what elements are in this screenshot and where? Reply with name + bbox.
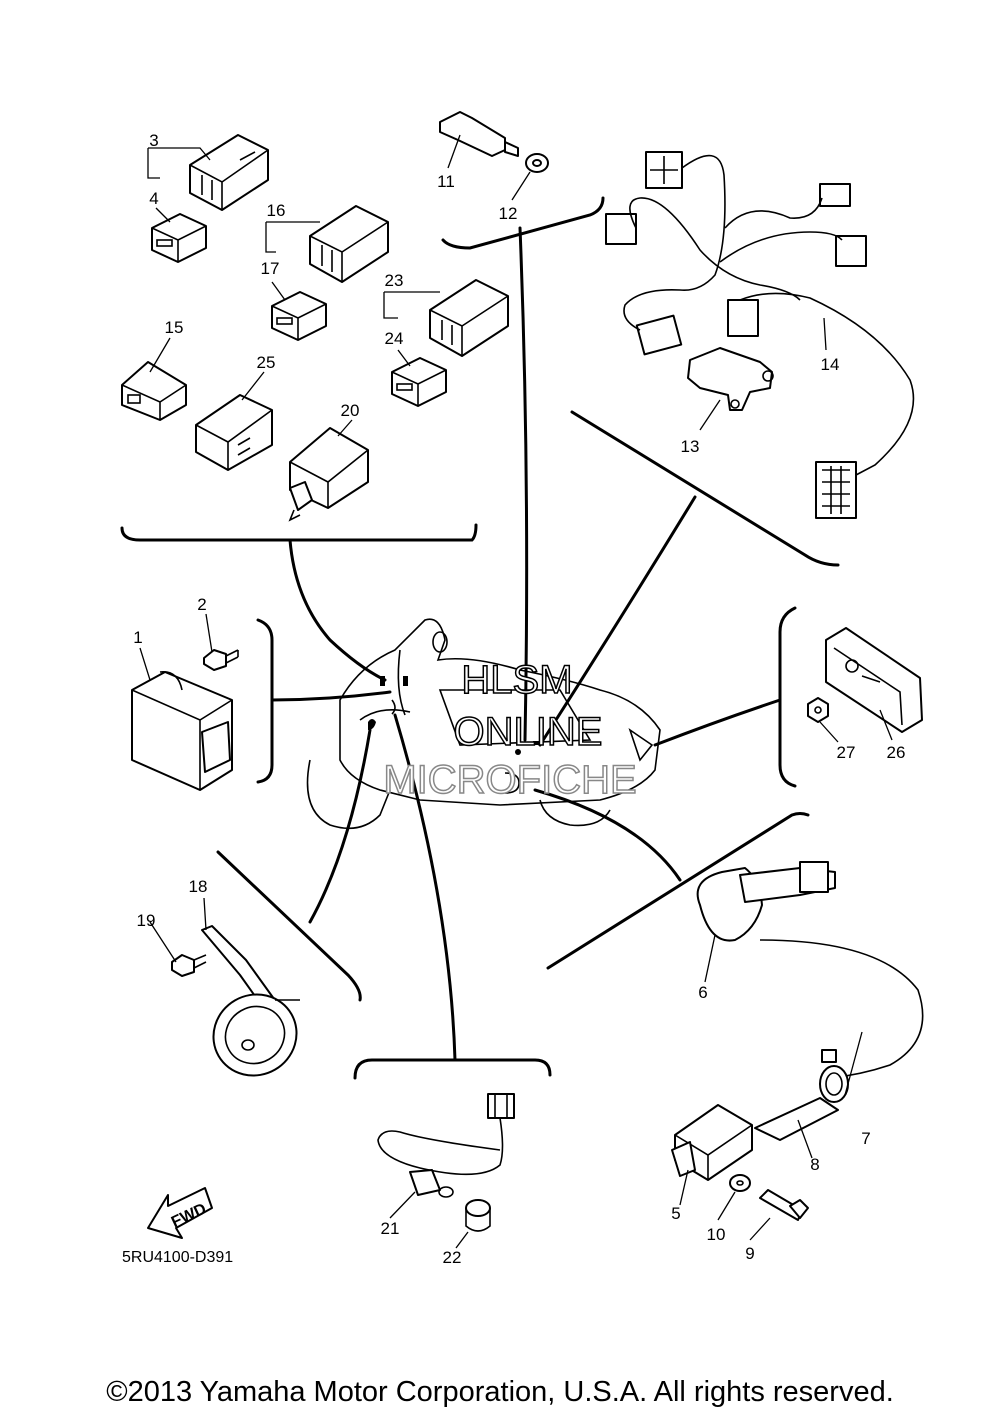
callout-26: 26: [887, 743, 906, 762]
lens-26: [825, 627, 923, 733]
link-tail: [653, 698, 782, 747]
callout-18: 18: [189, 877, 208, 896]
copyright-notice: ©2013 Yamaha Motor Corporation, U.S.A. A…: [106, 1376, 894, 1408]
callout-21: 21: [381, 1219, 400, 1238]
callout-13: 13: [681, 437, 700, 456]
callout-8: 8: [810, 1155, 819, 1174]
callout-19: 19: [137, 911, 156, 930]
coupler-16: [309, 205, 389, 283]
callout-10: 10: [707, 1225, 726, 1244]
coupler-24: [391, 357, 447, 407]
forward-direction-arrow: FWD: [147, 1187, 213, 1239]
link-ignition: [533, 788, 682, 882]
horn-18: [201, 925, 300, 1077]
coupler-23: [429, 279, 509, 357]
callout-23: 23: [385, 271, 404, 290]
wire-harness-14: [605, 151, 915, 519]
group-bracket-connectors: [120, 523, 478, 542]
bolt-9: [759, 1189, 809, 1221]
grommet-22: [465, 1199, 491, 1232]
group-bracket-rectifier: [256, 618, 274, 784]
watermark-line-2: ONLINE: [454, 710, 603, 754]
clamp-7: [819, 1049, 849, 1103]
coupler-17: [271, 291, 327, 341]
spark-plug-cap-6: [696, 861, 836, 942]
coupler-4: [151, 213, 207, 263]
callout-25: 25: [257, 353, 276, 372]
group-bracket-ignition: [546, 812, 810, 970]
coupler-15: [121, 361, 187, 421]
callout-27: 27: [837, 743, 856, 762]
callout-3: 3: [149, 131, 158, 150]
watermark-line-1: HLSM: [461, 658, 572, 702]
callout-24: 24: [385, 329, 404, 348]
drawing-code: 5RU4100-D391: [122, 1249, 233, 1266]
sensor-lead-21: [377, 1093, 515, 1198]
link-relay: [393, 713, 457, 1062]
group-bracket-sensor: [441, 196, 605, 250]
nut-27: [807, 697, 829, 723]
coupler-3: [189, 134, 269, 211]
sensor-11: [439, 111, 519, 157]
group-bracket-tail: [778, 606, 797, 788]
callout-12: 12: [499, 204, 518, 223]
coupler-25: [195, 394, 273, 471]
callout-6: 6: [698, 983, 707, 1002]
callout-labels: 1 2 3 4 5 6 7 8 9 10 11 12 13 14 15 16 1…: [133, 131, 905, 1267]
lead-wire-8: [754, 939, 924, 1141]
rectifier-regulator-1: [131, 671, 233, 791]
callout-9: 9: [745, 1244, 754, 1263]
link-rectifier: [270, 690, 392, 702]
link-horn: [308, 728, 372, 924]
link-harness: [538, 495, 697, 747]
sensor-13: [687, 347, 774, 411]
callout-20: 20: [341, 401, 360, 420]
bolt-2: [203, 649, 239, 671]
group-bracket-horn: [216, 850, 362, 1002]
link-connectors: [288, 538, 387, 682]
callout-14: 14: [821, 355, 840, 374]
group-bracket-harness: [570, 410, 840, 567]
callout-leaders: [139, 134, 893, 1249]
watermark-line-3: MICROFICHE: [383, 758, 636, 802]
ignition-coil-5: [671, 1104, 753, 1181]
washer-10: [729, 1174, 751, 1192]
bolt-19: [171, 954, 207, 977]
motorcycle-outline: [306, 618, 661, 830]
group-bracket-relay: [353, 1058, 552, 1080]
link-sensor: [518, 226, 529, 742]
electrical-parts-diagram: HLSM ONLINE MICROFICHE: [120, 111, 924, 1267]
watermark: HLSM ONLINE MICROFICHE: [383, 657, 638, 803]
callout-5: 5: [671, 1204, 680, 1223]
callout-4: 4: [149, 189, 158, 208]
callout-2: 2: [197, 595, 206, 614]
callout-11: 11: [437, 172, 455, 191]
callout-1: 1: [133, 628, 142, 647]
washer-12: [525, 153, 549, 173]
relay-20: [288, 427, 369, 522]
callout-16: 16: [267, 201, 286, 220]
callout-17: 17: [261, 259, 280, 278]
callout-7: 7: [861, 1129, 870, 1148]
callout-15: 15: [165, 318, 184, 337]
callout-22: 22: [443, 1248, 462, 1267]
